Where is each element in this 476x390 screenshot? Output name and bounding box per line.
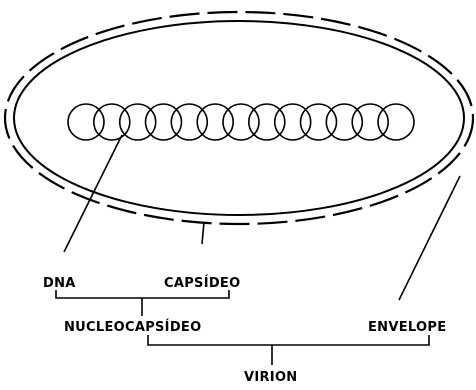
label-virion: VIRION	[244, 370, 297, 385]
dna-coil-loop	[378, 104, 414, 140]
virion-bracket	[148, 335, 429, 365]
label-capsideo: CAPSÍDEO	[164, 275, 240, 291]
dna-coil	[68, 104, 414, 140]
nucleocapsid-bracket	[56, 290, 229, 316]
capsid-leader-line	[202, 222, 204, 244]
label-envelope: ENVELOPE	[368, 320, 446, 335]
capsid-outline	[14, 21, 464, 215]
envelope-outline	[5, 12, 473, 224]
label-nucleocapsideo: NUCLEOCAPSÍDEO	[64, 319, 201, 335]
envelope-leader-line	[399, 176, 460, 300]
label-dna: DNA	[43, 276, 76, 291]
